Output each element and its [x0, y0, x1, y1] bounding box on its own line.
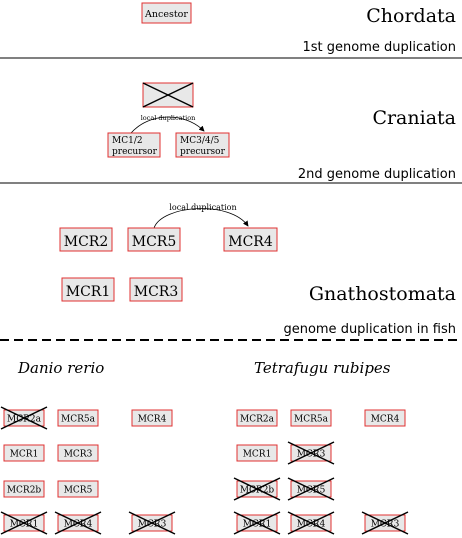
mc12-precursor-line2: precursor	[112, 147, 158, 157]
gene-box-frame	[57, 409, 99, 427]
mcr1-label: MCR1	[66, 284, 111, 300]
gene-box-mcr4: MCR4	[287, 511, 335, 535]
gnathostomata-section: local duplication MCR2 MCR5 MCR4 MCR1 MC…	[0, 203, 462, 341]
mc12-precursor-line1: MC1/2	[112, 136, 143, 146]
mcr2-label: MCR2	[64, 234, 109, 250]
gene-box-mcr2a: MCR2a	[236, 409, 278, 427]
mcr3-box	[129, 277, 183, 302]
gene-box-mcr3: MCR3	[128, 511, 176, 535]
gene-label: MCR2b	[7, 486, 42, 496]
gene-box-mcr2b: MCR2b	[3, 480, 45, 498]
craniata-taxon-label: Craniata	[372, 107, 456, 129]
local-duplication-label: local duplication	[141, 114, 196, 122]
gene-loss-cross	[287, 441, 335, 465]
gene-loss-cross	[233, 477, 281, 501]
local-duplication-arrow	[130, 116, 205, 134]
gene-label: MCR4	[64, 520, 93, 530]
gene-box-mcr3: MCR3	[57, 444, 99, 462]
gene-label: MCR3	[138, 520, 167, 530]
gene-box-mcr5a: MCR5a	[290, 409, 332, 427]
gene-box-mcr2a: MCR2a	[0, 406, 48, 430]
gene-label: MCR5	[64, 486, 93, 496]
gene-label: MCR5a	[294, 415, 329, 425]
gene-box-frame	[57, 480, 99, 498]
gene-label: MCR4	[297, 520, 326, 530]
gene-box-frame	[3, 480, 45, 498]
gene-box-frame	[236, 444, 278, 462]
mc345-precursor-box	[175, 132, 230, 158]
gene-loss-cross	[287, 511, 335, 535]
gene-box-mcr4: MCR4	[54, 511, 102, 535]
mc12-precursor-box	[107, 132, 161, 158]
gene-loss-cross	[233, 511, 281, 535]
mcr5-label: MCR5	[132, 234, 177, 250]
species-section: Danio rerio Tetrafugu rubipes MCR2a MCR5a…	[0, 359, 409, 535]
gene-label: MCR1	[243, 450, 272, 460]
mcr1-box	[61, 277, 115, 302]
gene-box-frame	[131, 409, 173, 427]
first-duplication-label: 1st genome duplication	[303, 40, 457, 55]
gene-label: MCR3	[371, 520, 400, 530]
gene-box-frame	[290, 409, 332, 427]
chordata-section: Ancestor Chordata 1st genome duplication	[0, 2, 462, 59]
mcr4-label: MCR4	[228, 234, 273, 250]
tetrafugu-rubipes-label: Tetrafugu rubipes	[254, 359, 391, 377]
gene-label: MCR5a	[61, 415, 96, 425]
gene-label: MCR1	[243, 520, 272, 530]
gene-label: MCR2a	[7, 415, 42, 425]
gene-label: MCR2b	[240, 486, 275, 496]
mcr4-box	[223, 227, 278, 252]
mcr2-box	[59, 227, 113, 252]
gene-box-mcr1: MCR1	[3, 444, 45, 462]
gene-loss-cross	[0, 406, 48, 430]
gene-box-mcr4: MCR4	[131, 409, 173, 427]
gene-box-mcr3: MCR3	[287, 441, 335, 465]
mc345-precursor-line2: precursor	[180, 147, 226, 157]
lost-gene-cross	[142, 82, 194, 108]
gene-label: MCR1	[10, 450, 39, 460]
chordata-taxon-label: Chordata	[366, 5, 456, 27]
gene-box-mcr4: MCR4	[364, 409, 406, 427]
gene-box-mcr1: MCR1	[236, 444, 278, 462]
second-duplication-label: 2nd genome duplication	[298, 167, 456, 182]
gene-label: MCR4	[138, 415, 167, 425]
danio-rerio-label: Danio rerio	[17, 359, 104, 377]
local-duplication-label: local duplication	[169, 203, 236, 212]
gene-label: MCR3	[297, 450, 326, 460]
mcr5-box	[127, 227, 181, 252]
fish-duplication-label: genome duplication in fish	[283, 322, 456, 337]
local-duplication-arrow	[153, 208, 249, 229]
gnathostomata-taxon-label: Gnathostomata	[309, 283, 456, 305]
gene-box-mcr5: MCR5	[287, 477, 335, 501]
gene-box-mcr1: MCR1	[233, 511, 281, 535]
gene-box-mcr2b: MCR2b	[233, 477, 281, 501]
gene-box-frame	[236, 409, 278, 427]
gene-box-frame	[3, 444, 45, 462]
gene-label: MCR1	[10, 520, 39, 530]
ancestor-label: Ancestor	[144, 9, 188, 20]
gene-loss-cross	[128, 511, 176, 535]
ancestor-box	[141, 2, 192, 24]
gene-box-mcr5a: MCR5a	[57, 409, 99, 427]
gene-box-mcr3: MCR3	[361, 511, 409, 535]
gene-loss-cross	[361, 511, 409, 535]
gene-box-frame	[364, 409, 406, 427]
gene-box-mcr1: MCR1	[0, 511, 48, 535]
mcr3-label: MCR3	[134, 284, 179, 300]
gene-box-frame	[57, 444, 99, 462]
gene-label: MCR3	[64, 450, 93, 460]
craniata-section: local duplication MC1/2 precursor MC3/4/…	[0, 82, 462, 184]
gene-box-mcr5: MCR5	[57, 480, 99, 498]
mc345-precursor-line1: MC3/4/5	[180, 136, 220, 146]
gene-label: MCR2a	[240, 415, 275, 425]
gene-label: MCR4	[371, 415, 400, 425]
gene-loss-cross	[54, 511, 102, 535]
gene-loss-cross	[0, 511, 48, 535]
gene-loss-cross	[287, 477, 335, 501]
gene-label: MCR5	[297, 486, 326, 496]
